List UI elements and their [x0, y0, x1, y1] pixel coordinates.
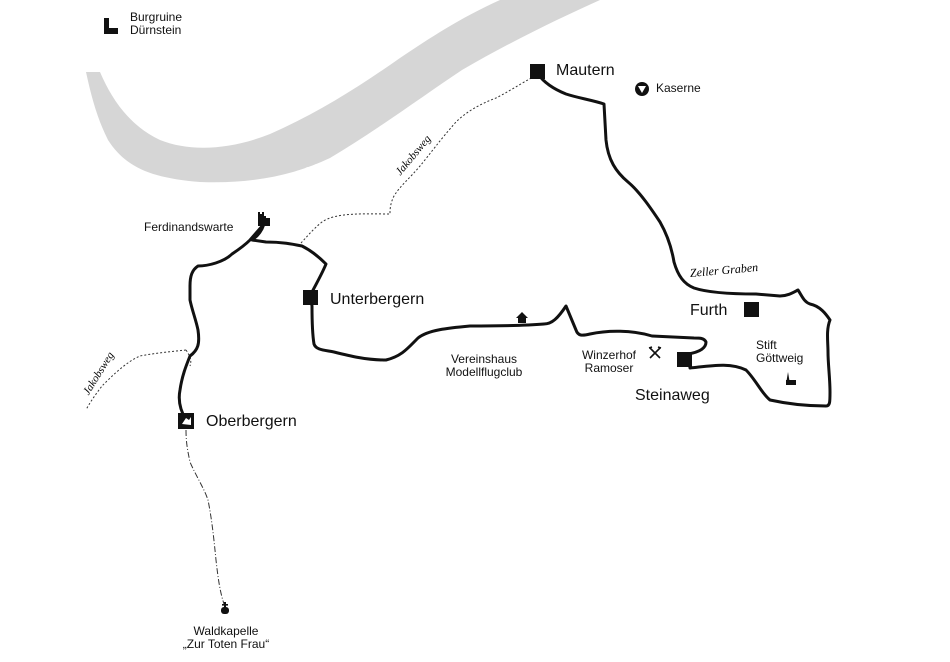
barracks-icon: [635, 82, 649, 96]
jakobsweg-trail-west: [85, 349, 187, 411]
vereinshaus-label: Vereinshaus Modellflugclub: [434, 352, 534, 380]
burgruine-label: Burgruine Dürnstein: [130, 10, 183, 38]
stift-label: Stift Göttweig: [756, 338, 804, 366]
unterbergern-label: Unterbergern: [330, 291, 425, 308]
stift-label-line1: Stift: [756, 338, 777, 352]
chapel-path: [185, 429, 225, 605]
abbey-icon: [786, 372, 796, 385]
burgruine-label-line1: Burgruine: [130, 10, 183, 24]
stift-label-line2: Göttweig: [756, 351, 804, 366]
ruin-icon: [104, 18, 118, 34]
mautern-label: Mautern: [556, 62, 615, 79]
hiking-route: [177, 72, 832, 422]
winzerhof-label: Winzerhof Ramoser: [574, 348, 644, 376]
ferdinandswarte-label: Ferdinandswarte: [144, 220, 234, 234]
unterbergern-marker: [303, 290, 318, 305]
mautern-marker: [530, 64, 545, 79]
furth-label: Furth: [690, 302, 728, 319]
winzerhof-label-line1: Winzerhof: [581, 348, 637, 362]
burgruine-label-line2: Dürnstein: [130, 23, 182, 38]
steinaweg-marker: [677, 352, 692, 367]
danube-river: [86, 0, 600, 183]
waldkapelle-label-line2: „Zur Toten Frau“: [182, 637, 270, 652]
house-icon: [516, 312, 528, 323]
waldkapelle-label-line1: Waldkapelle: [193, 624, 259, 638]
chapel-icon: [221, 602, 229, 614]
furth-marker: [744, 302, 759, 317]
jakobsweg-trail-north: [299, 75, 536, 245]
winzerhof-label-line2: Ramoser: [584, 361, 634, 376]
kaserne-label: Kaserne: [656, 81, 701, 95]
crossed-tools-icon: [648, 346, 662, 359]
oberbergern-label: Oberbergern: [206, 413, 297, 430]
vereinshaus-label-line1: Vereinshaus: [450, 352, 518, 366]
lookout-tower-icon: [258, 212, 270, 226]
oberbergern-marker: [178, 413, 194, 429]
waldkapelle-label: Waldkapelle „Zur Toten Frau“: [166, 624, 286, 652]
vereinshaus-label-line2: Modellflugclub: [445, 365, 523, 380]
steinaweg-label: Steinaweg: [635, 387, 710, 404]
river-island: [372, 106, 414, 138]
